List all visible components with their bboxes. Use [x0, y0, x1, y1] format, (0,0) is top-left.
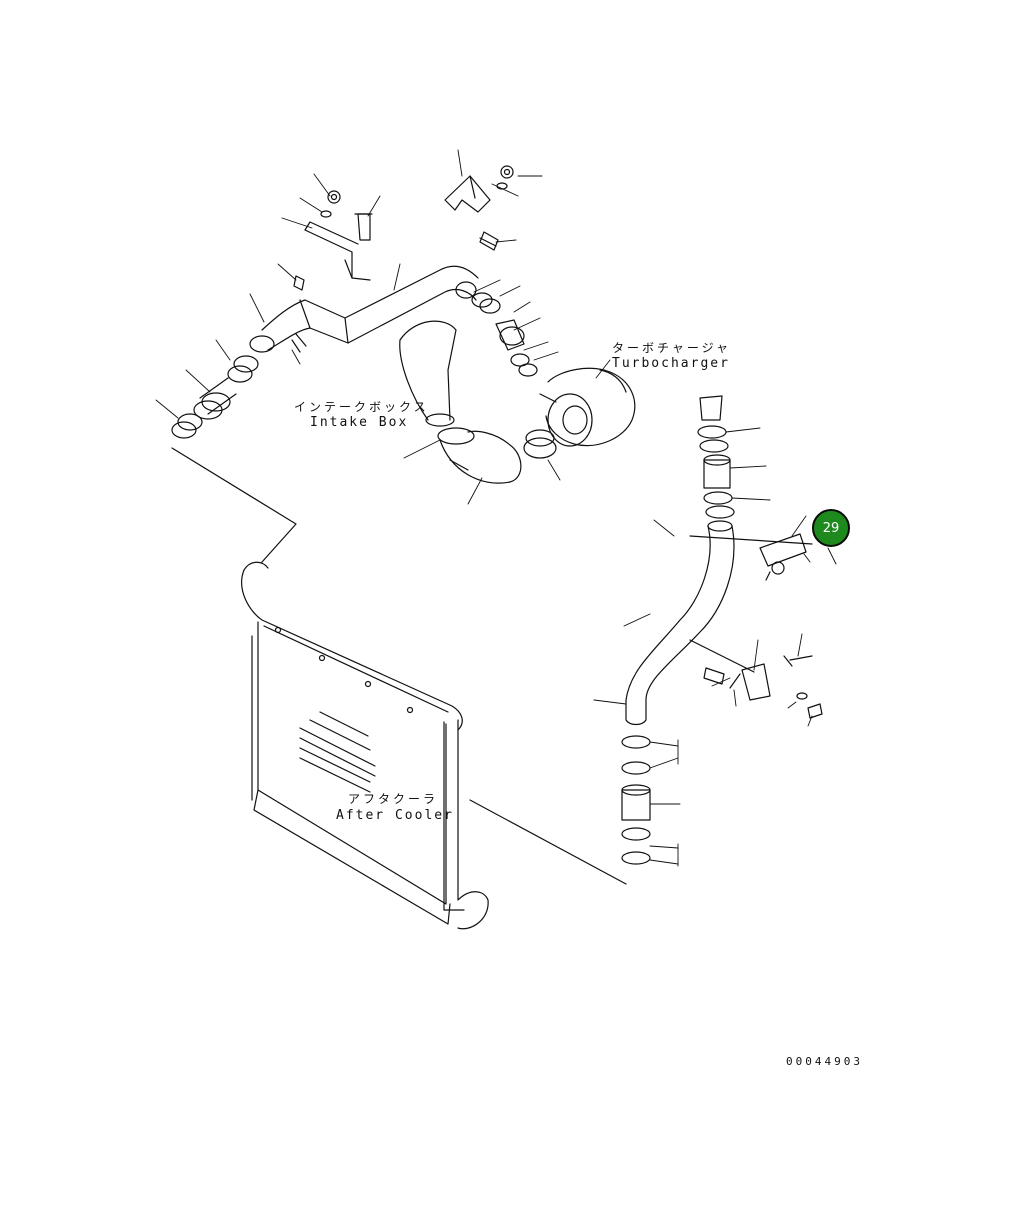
right-lower-stack — [621, 735, 651, 865]
callout-29-badge[interactable]: 29 — [812, 509, 850, 547]
upper-right-couplers — [455, 281, 538, 377]
intake-box-elbow — [399, 320, 522, 484]
leader-lines — [155, 149, 837, 867]
right-long-pipe — [625, 520, 735, 726]
upper-bracket — [304, 175, 491, 281]
top-hardware — [291, 165, 514, 353]
connection-lines — [171, 447, 813, 885]
intake-box-label-jp: インテークボックス — [294, 400, 429, 414]
document-number: 00044903 — [786, 1055, 863, 1068]
turbocharger-label-jp: ターボチャージャ — [612, 341, 732, 355]
turbocharger — [523, 367, 636, 459]
after-cooler-label-jp: アフタクーラ — [348, 792, 439, 806]
turbocharger-label: Turbocharger — [612, 356, 730, 371]
after-cooler — [241, 561, 489, 930]
intake-box-label: Intake Box — [310, 415, 409, 430]
left-coupler-stack — [171, 335, 275, 439]
upper-intake-pipe — [261, 265, 479, 351]
right-upper-stack — [697, 395, 735, 519]
after-cooler-label: After Cooler — [336, 808, 454, 823]
right-bracket — [703, 533, 823, 719]
